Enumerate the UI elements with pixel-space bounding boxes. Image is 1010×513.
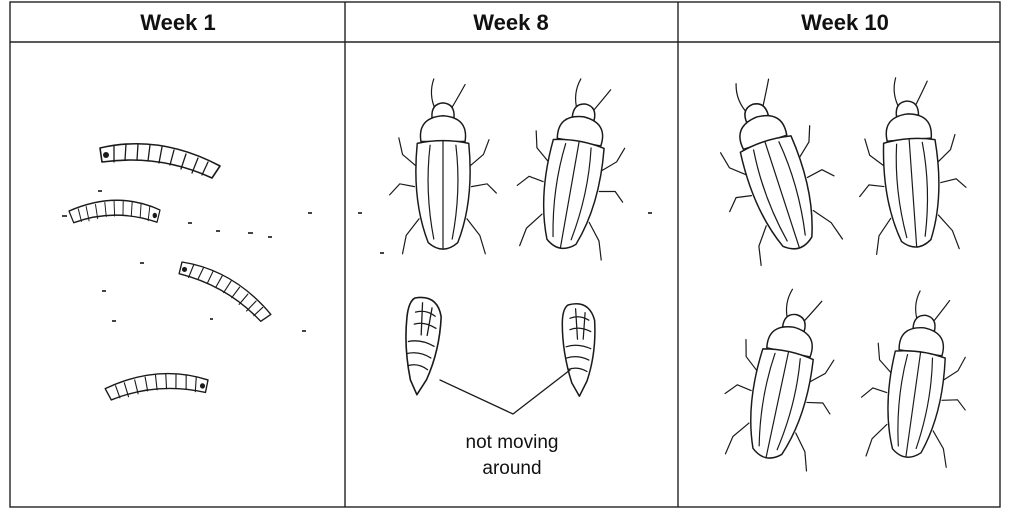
- week8-organisms: [358, 71, 652, 414]
- beetle-w10-3: [713, 280, 854, 473]
- beetle-w8-1: [390, 79, 497, 254]
- header-week-1: Week 1: [140, 10, 215, 35]
- beetle-w8-2: [507, 71, 642, 262]
- beetle-w10-2: [852, 73, 971, 255]
- pupa-2: [562, 304, 595, 396]
- larva-1: [100, 144, 220, 178]
- annotation-line-2: around: [482, 458, 541, 479]
- beetle-w10-4: [854, 285, 981, 469]
- larva-4: [104, 369, 208, 407]
- larva-3: [172, 259, 277, 324]
- week10-organisms: [693, 64, 981, 474]
- week1-larvae: [62, 144, 312, 407]
- annotation-line-1: not moving: [466, 432, 559, 453]
- header-week-10: Week 10: [801, 10, 889, 35]
- pointer-lines: [440, 370, 570, 414]
- larva-2: [68, 191, 161, 237]
- header-week-8: Week 8: [473, 10, 548, 35]
- beetle-w10-1: [693, 64, 854, 270]
- pupa-1: [399, 296, 443, 396]
